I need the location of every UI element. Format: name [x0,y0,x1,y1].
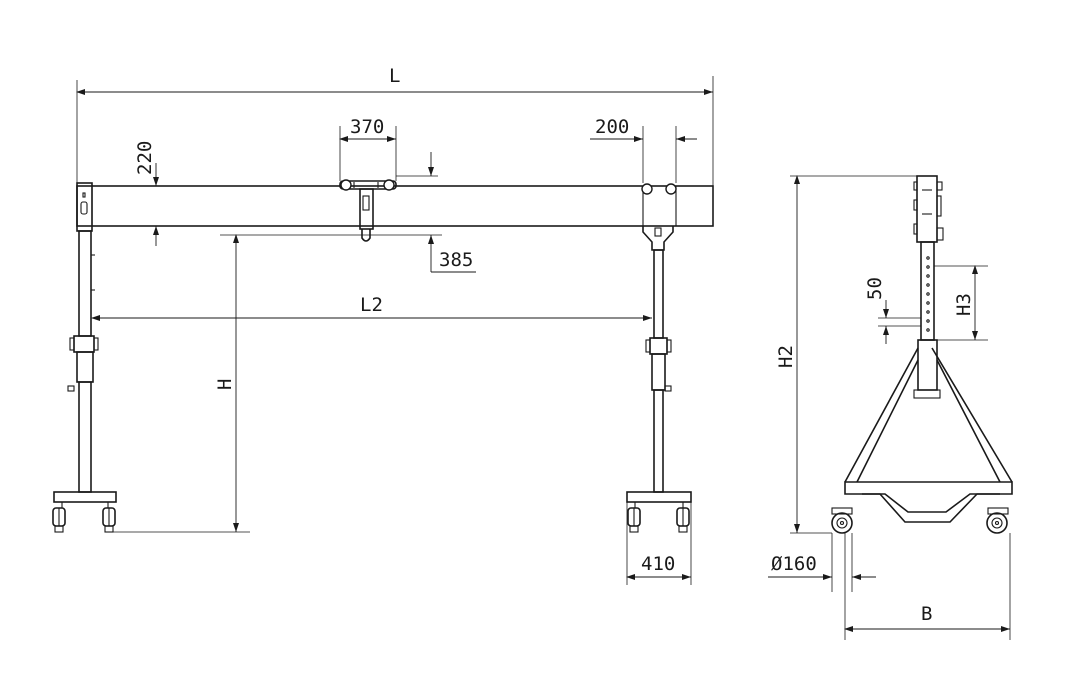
dim-160: Ø160 [768,533,876,592]
dim-370: 370 [339,116,397,181]
label-H3: H3 [953,293,975,316]
column-holes [926,256,930,332]
dim-L2: L2 [91,294,652,321]
dim-410: 410 [626,502,692,585]
label-220: 220 [134,141,156,175]
side-view: H2 H3 50 Ø160 [768,175,1013,640]
front-view: L 370 200 220 [52,65,714,585]
label-B: B [921,603,932,625]
left-leg [52,230,117,533]
right-trolley-block [641,183,677,251]
label-H2: H2 [775,345,797,368]
label-200: 200 [595,116,629,138]
dim-H: H [110,234,250,533]
right-leg [626,249,692,533]
label-370: 370 [350,116,384,138]
main-beam [76,185,714,227]
dim-L: L [76,65,714,186]
label-160: Ø160 [771,553,817,575]
dim-200: 200 [590,116,697,183]
right-caster [986,507,1009,534]
label-L: L [389,65,400,87]
left-caster [831,507,853,534]
dim-H3: H3 [934,265,988,341]
label-385: 385 [439,249,473,271]
dim-H2: H2 [775,175,917,534]
dim-385: 385 [220,152,476,273]
dim-220: 220 [134,141,159,246]
label-L2: L2 [360,294,383,316]
label-H: H [214,379,236,390]
label-410: 410 [641,553,675,575]
dim-B: B [844,533,1011,640]
dim-50: 50 [864,277,921,344]
label-50: 50 [864,277,886,300]
middle-trolley [339,179,397,242]
